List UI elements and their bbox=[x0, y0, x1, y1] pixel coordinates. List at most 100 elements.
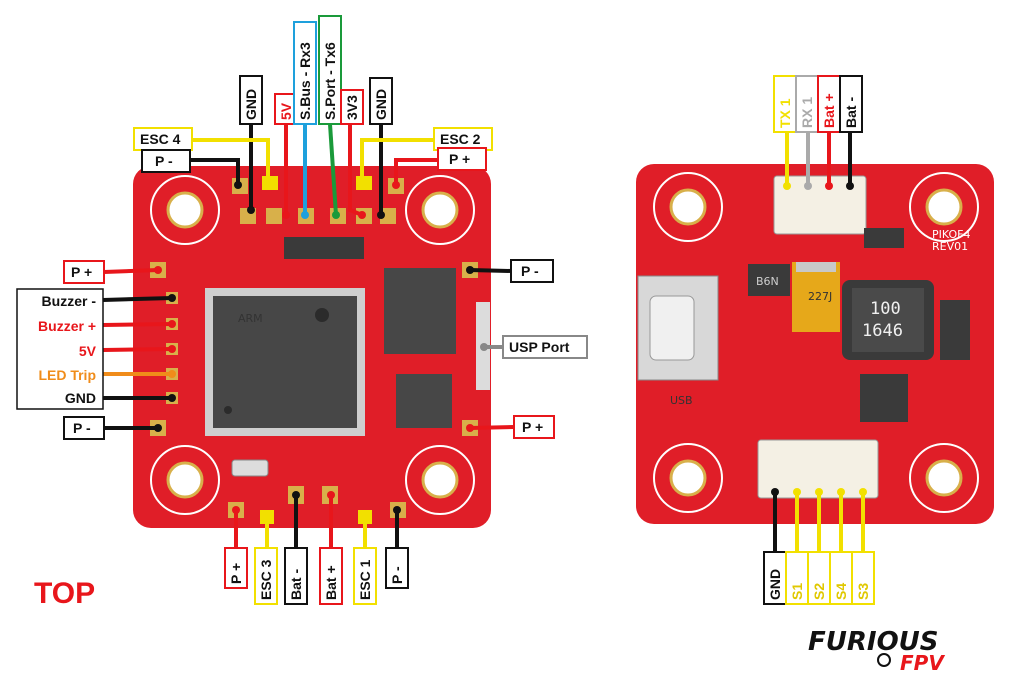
label-s2: S2 bbox=[807, 551, 831, 605]
svg-text:RX 1: RX 1 bbox=[799, 97, 815, 128]
wire-bottom-ppos-dot bbox=[232, 506, 240, 514]
label-esc3: ESC 3 bbox=[254, 547, 278, 605]
back-board: USB 100 1646 227J B6N PIKOF4 REV01 bbox=[636, 164, 994, 524]
wire-tx1-dot bbox=[783, 182, 791, 190]
left-connector-box bbox=[16, 288, 104, 410]
front-board: ARM bbox=[133, 166, 491, 528]
front-mount-hole-tr bbox=[405, 175, 475, 245]
wire-right-pneg-dot bbox=[466, 266, 474, 274]
wire-top-sport-dot bbox=[332, 211, 340, 219]
back-mount-hole-br bbox=[909, 443, 979, 513]
crystal bbox=[231, 459, 269, 477]
label-left-ppos: P + bbox=[63, 260, 105, 284]
svg-text:P -: P - bbox=[521, 263, 539, 279]
label-top-3v3: 3V3 bbox=[340, 89, 364, 125]
front-right-labels: P - USP Port P + bbox=[502, 259, 588, 439]
back-ic bbox=[860, 374, 908, 422]
wire-bat-neg-dot bbox=[292, 491, 300, 499]
label-buzzer-neg: Buzzer - bbox=[42, 293, 97, 309]
label-left-pneg: P - bbox=[63, 416, 105, 440]
svg-text:100: 100 bbox=[870, 299, 901, 319]
label-esc1: ESC 1 bbox=[353, 547, 377, 605]
svg-text:ESC 2: ESC 2 bbox=[440, 131, 481, 147]
wire-top-3v3 bbox=[348, 124, 363, 217]
wire-esc1-dot bbox=[361, 513, 369, 521]
wire-esc2 bbox=[360, 138, 434, 183]
svg-text:P -: P - bbox=[155, 153, 173, 169]
wire-left-ppos bbox=[103, 268, 159, 274]
back-mount-hole-tl bbox=[653, 172, 723, 242]
wire-top-sport bbox=[328, 123, 338, 216]
label-back-bat-neg: Bat - bbox=[839, 75, 863, 133]
front-mount-hole-bl bbox=[150, 445, 220, 515]
svg-text:ESC 3: ESC 3 bbox=[258, 559, 274, 600]
label-back-bat-pos: Bat + bbox=[817, 75, 841, 133]
label-bat-neg: Bat - bbox=[284, 547, 308, 605]
label-back-gnd: GND bbox=[763, 551, 787, 605]
svg-text:S4: S4 bbox=[833, 583, 849, 600]
label-s1: S1 bbox=[785, 551, 809, 605]
svg-text:Bat +: Bat + bbox=[821, 93, 837, 128]
diode bbox=[940, 300, 970, 360]
wire-left-5v-dot bbox=[168, 345, 176, 353]
label-left-5v: 5V bbox=[79, 343, 97, 359]
back-top-labels: TX 1 RX 1 Bat + Bat - bbox=[773, 75, 863, 133]
tantalum-cap: 227J bbox=[792, 262, 840, 332]
wire-right-pneg bbox=[469, 268, 512, 273]
front-bottom-labels: P + ESC 3 Bat - Bat + ESC 1 P - bbox=[224, 547, 409, 605]
drone-icon bbox=[877, 653, 891, 667]
wire-buzzer-neg bbox=[102, 296, 173, 302]
wire-usb-dot bbox=[480, 343, 488, 351]
wire-bat-pos-dot bbox=[327, 491, 335, 499]
label-top-gnd-left: GND bbox=[239, 75, 263, 125]
wire-esc2-dot bbox=[358, 179, 366, 187]
wire-ppos-top-right bbox=[394, 158, 438, 185]
svg-text:S.Port - Tx6: S.Port - Tx6 bbox=[322, 42, 338, 120]
label-left-gnd: GND bbox=[65, 390, 96, 406]
label-bat-pos: Bat + bbox=[319, 547, 343, 605]
svg-text:S1: S1 bbox=[789, 583, 805, 600]
wire-top-3v3-dot bbox=[358, 211, 366, 219]
wire-s4-dot bbox=[837, 488, 845, 496]
svg-text:S2: S2 bbox=[811, 583, 827, 600]
front-wires bbox=[102, 123, 515, 548]
svg-text:P +: P + bbox=[522, 419, 543, 435]
wire-led-trip-dot bbox=[168, 370, 176, 378]
svg-text:TX 1: TX 1 bbox=[777, 98, 793, 128]
svg-text:FPV: FPV bbox=[900, 651, 945, 675]
buffer-chips bbox=[284, 237, 364, 259]
label-esc4: ESC 4 bbox=[133, 127, 193, 151]
label-bottom-pneg: P - bbox=[385, 547, 409, 589]
wire-bottom-pneg-dot bbox=[393, 506, 401, 514]
svg-text:PIKOF4: PIKOF4 bbox=[932, 228, 970, 241]
svg-text:USP Port: USP Port bbox=[509, 339, 570, 355]
svg-text:USB: USB bbox=[670, 394, 693, 407]
wire-s3-dot bbox=[859, 488, 867, 496]
back-pcb bbox=[636, 164, 994, 524]
wire-buzzer-pos bbox=[102, 322, 173, 327]
view-label-top: TOP bbox=[34, 577, 95, 610]
label-pneg-top-left: P - bbox=[141, 149, 191, 173]
label-bottom-ppos: P + bbox=[224, 547, 248, 589]
back-top-connector bbox=[773, 175, 867, 235]
label-ppos-top-right: P + bbox=[437, 147, 487, 171]
label-top-gnd-right: GND bbox=[369, 77, 393, 125]
svg-text:P -: P - bbox=[389, 566, 405, 584]
wire-esc4 bbox=[192, 138, 270, 183]
svg-text:S.Bus - Rx3: S.Bus - Rx3 bbox=[297, 42, 313, 120]
wire-s1-dot bbox=[793, 488, 801, 496]
label-esc2: ESC 2 bbox=[433, 127, 493, 151]
wire-pneg-top-left-dot bbox=[234, 181, 242, 189]
svg-text:ESC 1: ESC 1 bbox=[357, 559, 373, 600]
wire-right-ppos bbox=[469, 425, 515, 430]
label-usb-port: USP Port bbox=[502, 335, 588, 359]
svg-text:5V: 5V bbox=[278, 102, 294, 120]
wire-rx1-dot bbox=[804, 182, 812, 190]
wire-buzzer-neg-dot bbox=[168, 294, 176, 302]
back-mount-hole-bl bbox=[653, 443, 723, 513]
front-mount-hole-tl bbox=[150, 175, 220, 245]
label-buzzer-pos: Buzzer + bbox=[38, 318, 96, 334]
gyro-chip bbox=[396, 374, 452, 428]
wire-right-ppos-dot bbox=[466, 424, 474, 432]
